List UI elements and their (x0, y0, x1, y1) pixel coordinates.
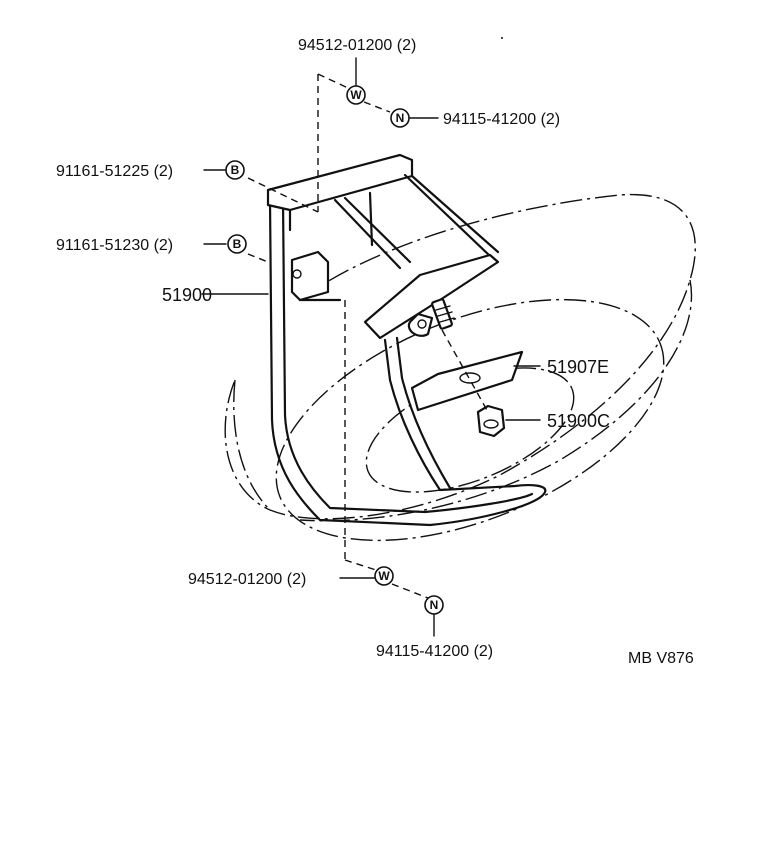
bolt-b-badge: B (227, 234, 247, 254)
nut-top-badge: N (390, 108, 410, 128)
washer-bottom-badge: W (374, 566, 394, 586)
assembly-lines (247, 73, 489, 599)
nut-51900c (476, 404, 506, 438)
label-washer-bottom: 94512-01200 (2) (188, 571, 306, 588)
leader-lines (201, 57, 541, 637)
bolt-a-badge: B (225, 160, 245, 180)
upper-bracket (266, 153, 500, 340)
label-bolt-b: 91161-51230 (2) (56, 237, 173, 254)
svg-text:N: N (430, 598, 439, 612)
svg-text:B: B (233, 237, 242, 251)
label-washer-top: 94512-01200 (2) (298, 37, 416, 54)
svg-text:W: W (350, 88, 362, 102)
label-nut-top: 94115-41200 (2) (443, 111, 560, 128)
washer-top-badge: W (346, 85, 366, 105)
svg-text:N: N (396, 111, 405, 125)
diagram-code: MB V876 (628, 650, 694, 667)
spare-tire-outline (224, 193, 696, 542)
svg-text:W: W (378, 569, 390, 583)
clamp-parts (407, 298, 455, 337)
label-nut-center: 51900C (547, 411, 610, 431)
nut-bottom-badge: N (424, 595, 444, 615)
label-bolt-a: 91161-51225 (2) (56, 163, 173, 180)
svg-text:B: B (231, 163, 240, 177)
stray-dot (501, 37, 503, 39)
label-plate: 51907E (547, 357, 609, 377)
plate-51907e (410, 350, 524, 412)
label-carrier: 51900 (162, 285, 212, 305)
carrier-rod (268, 198, 547, 527)
label-nut-bottom: 94115-41200 (2) (376, 643, 493, 660)
